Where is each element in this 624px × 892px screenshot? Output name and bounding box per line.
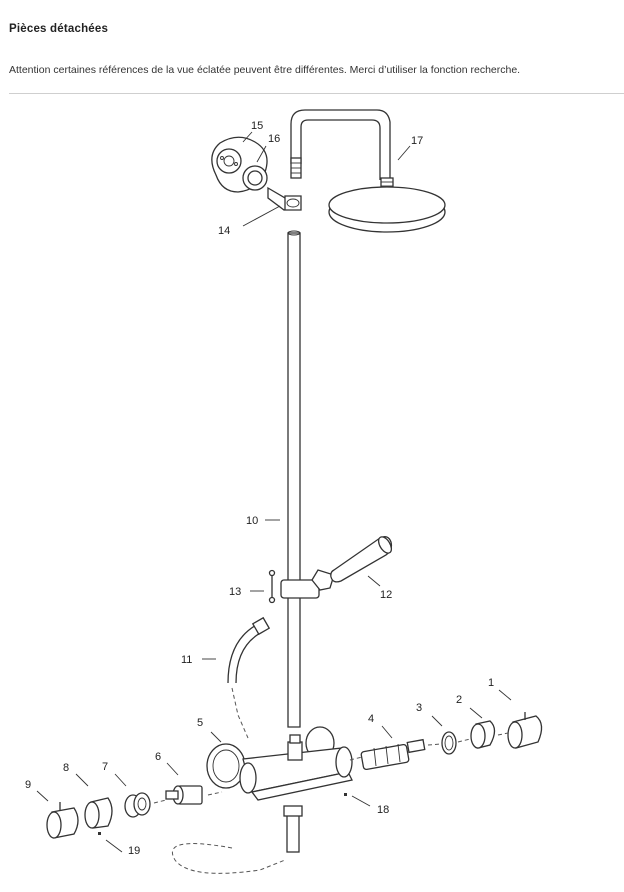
nut-7-part[interactable] xyxy=(124,792,151,818)
leader-lines xyxy=(36,131,512,853)
screw-19-part[interactable] xyxy=(98,832,101,835)
handle-1-part[interactable] xyxy=(507,712,543,749)
bracket-clamp-part[interactable] xyxy=(267,186,302,211)
handle-9-part[interactable] xyxy=(46,802,79,839)
part-label-11: 11 xyxy=(181,654,192,666)
part-label-12: 12 xyxy=(380,589,392,601)
sleeve-2-part[interactable] xyxy=(470,720,496,749)
divider xyxy=(9,93,624,94)
part-label-4: 4 xyxy=(368,713,374,725)
shower-arm-part[interactable] xyxy=(290,109,391,180)
part-label-10: 10 xyxy=(246,515,258,527)
hose-part[interactable] xyxy=(171,616,286,874)
shower-head-part[interactable] xyxy=(328,177,446,233)
part-label-14: 14 xyxy=(218,225,230,237)
mixer-body-part[interactable] xyxy=(206,726,353,801)
part-label-7: 7 xyxy=(102,761,108,773)
part-label-3: 3 xyxy=(416,702,422,714)
part-label-1: 1 xyxy=(488,677,494,689)
part-label-17: 17 xyxy=(411,135,423,147)
part-label-8: 8 xyxy=(63,762,69,774)
part-label-6: 6 xyxy=(155,751,161,763)
part-label-15: 15 xyxy=(251,120,263,132)
part-label-13: 13 xyxy=(229,586,241,598)
part-label-9: 9 xyxy=(25,779,31,791)
warning-note: Attention certaines références de la vue… xyxy=(9,64,521,76)
part-label-16: 16 xyxy=(268,133,280,145)
part-label-5: 5 xyxy=(197,717,203,729)
hand-shower-part[interactable] xyxy=(330,535,394,583)
cartridge-part[interactable] xyxy=(360,738,426,771)
nut-3-part[interactable] xyxy=(441,731,457,755)
slider-part[interactable] xyxy=(268,569,335,604)
riser-pipe-part[interactable] xyxy=(287,230,301,728)
part-label-19: 19 xyxy=(128,845,140,857)
part-label-2: 2 xyxy=(456,694,462,706)
wall-bracket-part[interactable] xyxy=(211,136,268,193)
cartridge-6-part[interactable] xyxy=(165,785,203,805)
screw-18-part[interactable] xyxy=(344,793,347,796)
part-label-18: 18 xyxy=(377,804,389,816)
outlet-part[interactable] xyxy=(283,805,303,853)
sleeve-8-part[interactable] xyxy=(84,797,113,829)
page-title: Pièces détachées xyxy=(9,23,109,35)
